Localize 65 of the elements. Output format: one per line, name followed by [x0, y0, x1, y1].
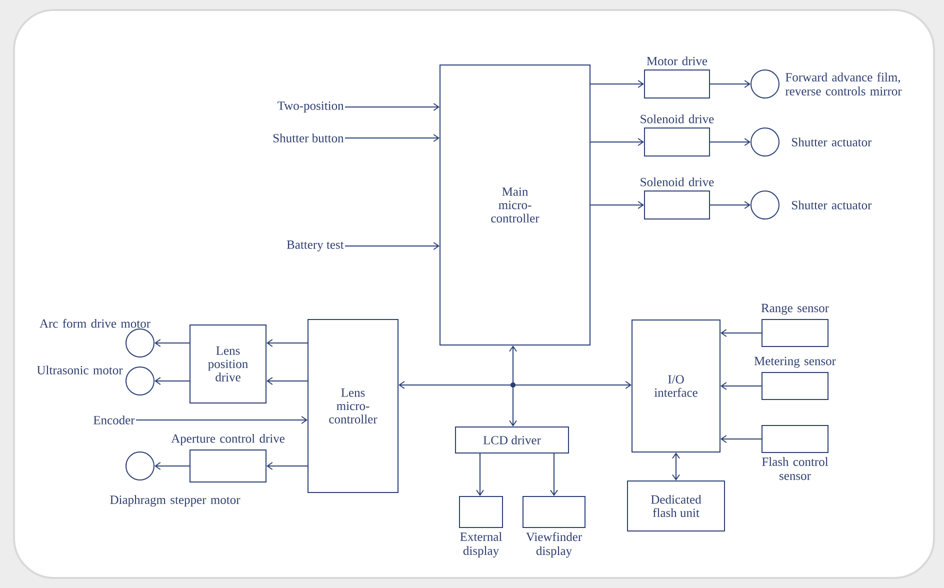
sensor-box: Flash control sensor: [762, 424, 828, 480]
arrow: [398, 381, 514, 389]
arrow: [720, 434, 762, 443]
arrow: [710, 138, 750, 146]
driver-box: LCD driver: [455, 426, 569, 454]
motor-label: Forward advance film, reverse controls mirror: [785, 72, 902, 96]
sensor-box: Range sensor: [761, 304, 829, 347]
arrow: [344, 134, 440, 142]
arrow: [344, 242, 440, 250]
node-label: Flash control sensor: [762, 457, 828, 480]
node-label: Solenoid drive: [640, 114, 714, 124]
controller-box: Lens micro-controller: [308, 319, 398, 493]
arrow: [720, 328, 762, 337]
motor-label: Shutter actuator: [792, 138, 872, 146]
motor-circle: [750, 70, 780, 98]
motor-label: Diaphragm stepper motor: [110, 495, 240, 507]
arrow: [266, 339, 308, 347]
drive-box: Motor drive: [644, 56, 710, 98]
arrow: [512, 381, 632, 389]
interface-box: I/O interface: [632, 319, 720, 452]
drive-box: Lens position drive: [190, 324, 266, 404]
motor-label: Arc form drive motor: [40, 318, 150, 328]
arrow: [344, 103, 440, 111]
drive-box: Solenoid drive: [640, 114, 714, 156]
node-label: Metering sensor: [754, 356, 836, 368]
arrow: [136, 416, 308, 424]
input-label: Shutter button: [273, 134, 344, 142]
arrow: [672, 452, 680, 480]
arrow: [710, 80, 750, 88]
display-box: External display: [459, 496, 503, 558]
sensor-box: Metering sensor: [754, 356, 836, 400]
drive-box: Solenoid drive: [640, 178, 714, 220]
motor-circle: [750, 127, 780, 156]
input-label: Encoder: [94, 416, 135, 424]
arrow: [590, 80, 644, 88]
motor-circle: [126, 328, 154, 358]
motor-circle: [126, 451, 154, 480]
arrow: [266, 376, 308, 385]
arrow: [550, 452, 558, 496]
arrow: [154, 339, 190, 347]
node-label: Aperture control drive: [171, 434, 284, 446]
motor-circle: [126, 366, 154, 396]
arrow: [154, 376, 190, 385]
arrow: [710, 200, 750, 209]
node-label: Range sensor: [761, 304, 829, 315]
node-label: Motor drive: [646, 56, 708, 66]
arrow: [509, 345, 517, 386]
node-label: Solenoid drive: [640, 177, 714, 186]
display-box: Viewfinder display: [522, 496, 586, 558]
node-label: Viewfinder display: [526, 532, 582, 558]
motor-label: Shutter actuator: [792, 200, 872, 210]
controller-box: Main micro-controller: [440, 64, 590, 346]
flash-unit-box: Dedicated flash unit: [627, 480, 725, 532]
input-label: Two-position: [278, 102, 344, 112]
motor-circle: [750, 190, 780, 220]
node-label: External display: [460, 532, 502, 558]
drive-box: Aperture control drive: [171, 434, 284, 482]
arrow: [476, 452, 484, 496]
input-label: Battery test: [286, 240, 344, 252]
arrow: [590, 200, 644, 209]
motor-label: Ultrasonic motor: [36, 366, 123, 374]
arrow: [720, 382, 762, 390]
arrow: [154, 462, 190, 470]
arrow: [590, 138, 644, 146]
arrow: [266, 462, 308, 470]
